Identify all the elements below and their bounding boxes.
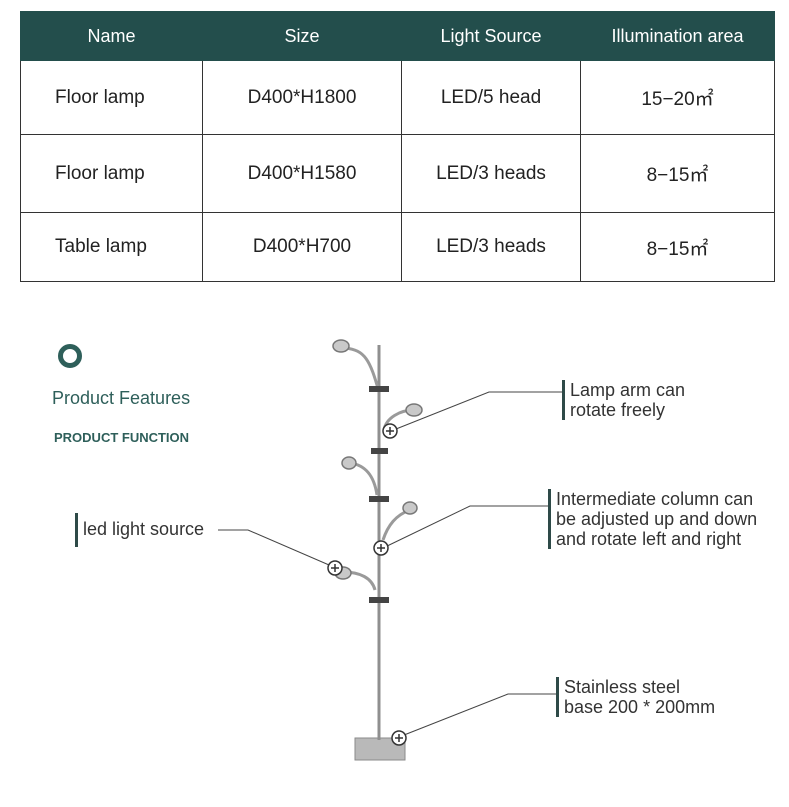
cell-illumination: 15−20㎡: [580, 60, 775, 135]
cell-size: D400*H1580: [202, 134, 402, 213]
plus-marks: [331, 427, 403, 742]
features-title: Product Features: [52, 388, 191, 408]
ring-icon: [58, 344, 82, 368]
table-row: Floor lamp D400*H1580 LED/3 heads 8−15㎡: [20, 134, 775, 213]
callout-lamp-arm: Lamp arm can rotate freely: [562, 380, 685, 420]
header-illumination-area: Illumination area: [580, 11, 775, 61]
cell-light-source: LED/5 head: [401, 60, 581, 135]
cell-name: Floor lamp: [20, 134, 203, 213]
cell-illumination: 8−15㎡: [580, 212, 775, 282]
table-row: Floor lamp D400*H1800 LED/5 head 15−20㎡: [20, 60, 775, 135]
leader-lines: [218, 391, 562, 738]
table-row: Table lamp D400*H700 LED/3 heads 8−15㎡: [20, 212, 775, 282]
cell-size: D400*H700: [202, 212, 402, 282]
spec-table: Name Size Light Source Illumination area…: [20, 11, 775, 282]
lamp-clamps: [369, 386, 389, 603]
header-name: Name: [20, 11, 203, 61]
callout-led: led light source: [75, 513, 204, 547]
cell-illumination: 8−15㎡: [580, 134, 775, 213]
cell-light-source: LED/3 heads: [401, 212, 581, 282]
cell-size: D400*H1800: [202, 60, 402, 135]
features-subtitle: PRODUCT FUNCTION: [54, 430, 190, 445]
callout-column: Intermediate column can be adjusted up a…: [548, 489, 757, 549]
cell-name: Floor lamp: [20, 60, 203, 135]
cell-name: Table lamp: [20, 212, 203, 282]
callout-base: Stainless steel base 200 * 200mm: [556, 677, 715, 717]
table-header-row: Name Size Light Source Illumination area: [20, 11, 775, 61]
cell-light-source: LED/3 heads: [401, 134, 581, 213]
lamp-heads: [332, 339, 423, 580]
